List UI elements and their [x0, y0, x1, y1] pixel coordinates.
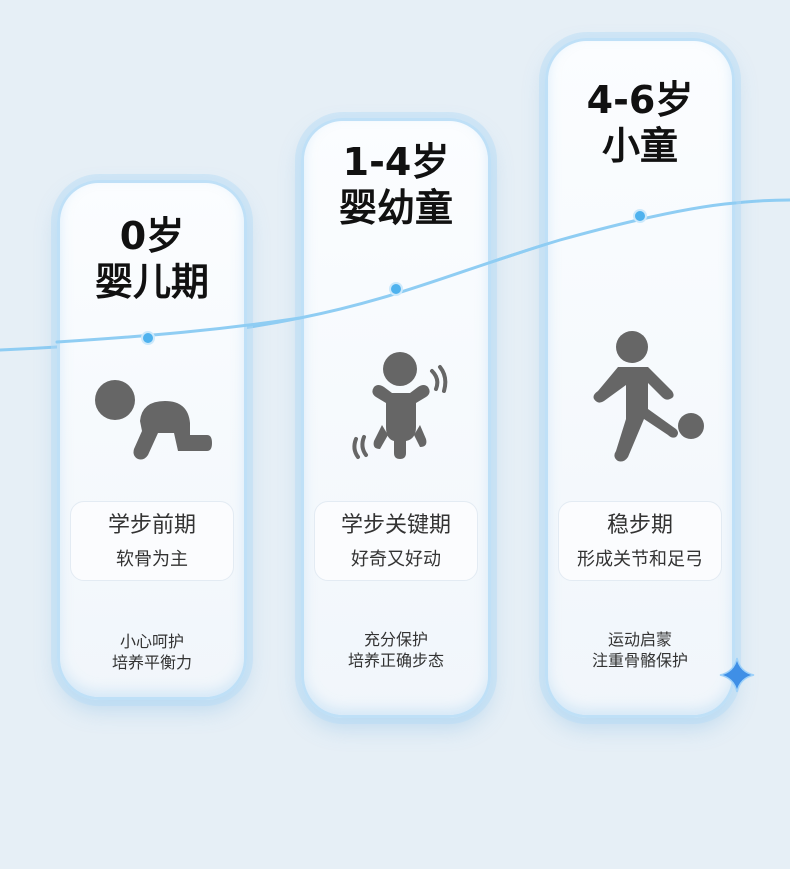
stage-age: 0岁 — [119, 214, 185, 258]
phase-label: 学步前期 — [107, 513, 196, 538]
phase-box: 稳步期 形成关节和足弓 — [558, 501, 722, 581]
toddler-icon — [352, 352, 448, 459]
phase-label: 学步关键期 — [340, 513, 451, 538]
advice-line-2: 注重骨骼保护 — [591, 651, 688, 670]
stage-age: 4-6岁 — [586, 78, 694, 122]
timeline-dot — [389, 282, 403, 296]
phase-label: 稳步期 — [606, 513, 673, 538]
advice-line-2: 培养正确步态 — [347, 651, 444, 670]
stage-age: 1-4岁 — [342, 140, 450, 184]
phase-trait: 好奇又好动 — [351, 549, 441, 570]
timeline-dot — [141, 331, 155, 345]
advice-line-1: 充分保护 — [363, 630, 428, 649]
advice-line-2: 培养平衡力 — [111, 653, 192, 672]
advice-line-1: 运动启蒙 — [607, 630, 672, 649]
stage-name: 婴幼童 — [338, 186, 453, 230]
phase-box: 学步前期 软骨为主 — [70, 501, 234, 581]
timeline-dot — [633, 209, 647, 223]
advice-line-1: 小心呵护 — [119, 632, 184, 651]
stage-card-infant: 0岁 婴儿期 学步前期 软骨为主 小心呵护 培养平衡力 — [57, 180, 247, 700]
sparkle-icon — [719, 657, 755, 693]
phase-trait: 形成关节和足弓 — [577, 549, 703, 570]
stage-name: 小童 — [601, 124, 678, 168]
stage-card-child: 4-6岁 小童 稳步期 形成关节和足弓 运动启蒙 注重骨骼保护 — [545, 38, 735, 718]
stage-card-toddler: 1-4岁 婴幼童 学步关键期 好奇又好动 充分保护 培养正确步态 — [301, 118, 491, 718]
crawling-baby-icon — [95, 380, 212, 460]
stage-name: 婴儿期 — [94, 260, 209, 304]
phase-trait: 软骨为主 — [116, 549, 188, 570]
phase-box: 学步关键期 好奇又好动 — [314, 501, 478, 581]
child-kicking-ball-icon — [593, 331, 704, 462]
